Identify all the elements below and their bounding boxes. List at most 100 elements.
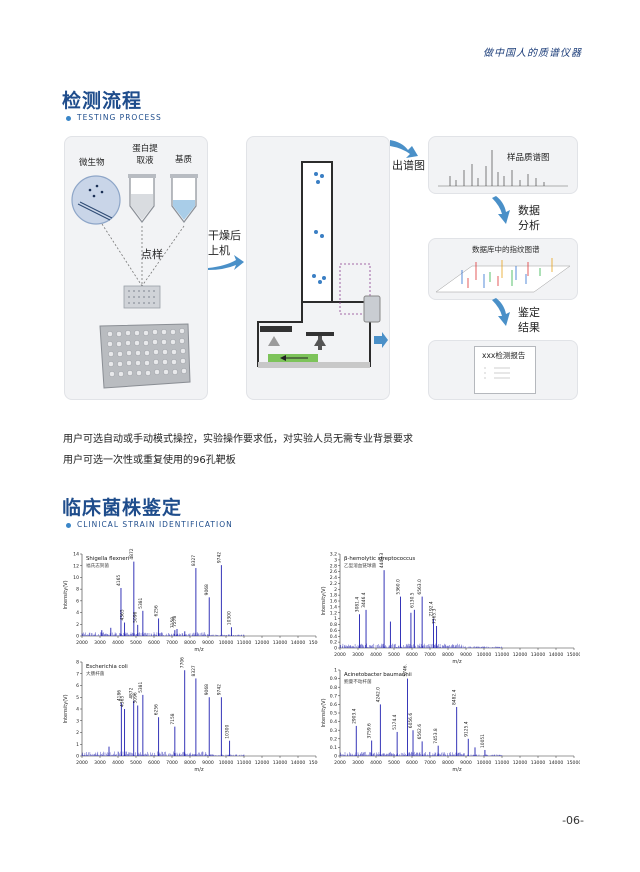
- baseline-noise: [339, 643, 503, 648]
- x-tick-label: 14000: [549, 652, 564, 658]
- x-tick-label: 9000: [460, 652, 472, 658]
- subtitle-text: TESTING PROCESS: [77, 113, 162, 122]
- y-axis-label: Intensity(V): [321, 586, 327, 615]
- x-tick-label: 6000: [406, 760, 418, 766]
- x-tick-label: 2000: [76, 640, 88, 646]
- y-tick-label: 0.1: [330, 745, 337, 751]
- chart-title: Escherichia coli: [86, 664, 128, 670]
- x-tick-label: 5000: [388, 760, 400, 766]
- peak-label: 4165: [116, 575, 122, 586]
- x-tick-label: 10000: [219, 640, 234, 646]
- y-tick-label: 1: [76, 742, 79, 748]
- peak-label: 7365.3: [432, 608, 438, 624]
- peak-label: 4186: [116, 690, 122, 701]
- x-tick-label: 9000: [460, 760, 472, 766]
- peak-label: 4872: [129, 548, 135, 559]
- x-tick-label: 8000: [442, 760, 454, 766]
- peak-label: 8482.4: [452, 689, 458, 705]
- y-tick-label: 3: [76, 718, 79, 724]
- x-tick-label: 9000: [202, 760, 214, 766]
- y-tick-label: 0.6: [330, 628, 337, 634]
- y-tick-label: 2.8: [330, 563, 337, 569]
- y-tick-label: 0.9: [330, 676, 337, 682]
- x-tick-label: 12000: [513, 652, 528, 658]
- x-tick-label: 7000: [424, 760, 436, 766]
- y-tick-label: 2.2: [330, 581, 337, 587]
- chart-subtitle: 乙型溶血链球菌: [344, 562, 377, 569]
- chart-title: Shigella flexneri: [86, 556, 129, 562]
- sample-prep-illustration: [71, 174, 198, 389]
- peak-label: 6130.5: [409, 592, 415, 608]
- description-line-1: 用户可选自动或手动模式操控，实验操作要求低，对实验人员无需专业背景要求: [63, 434, 413, 445]
- peak-label: 9068: [204, 584, 210, 595]
- x-tick-label: 10000: [219, 760, 234, 766]
- y-tick-label: 3.2: [330, 552, 337, 558]
- x-tick-label: 4000: [370, 760, 382, 766]
- arrow-down-icon: [492, 196, 510, 224]
- peak-label: 5381: [138, 597, 144, 608]
- chart-subtitle: 鲍曼不动杆菌: [344, 678, 372, 685]
- x-tick-label: 13000: [531, 760, 546, 766]
- label-dry-load: 干燥后上机: [208, 229, 241, 257]
- x-axis-label: m/z: [194, 767, 204, 773]
- peak-label: 7453.8: [433, 728, 439, 744]
- section-title-testing-process: 检测流程: [62, 90, 143, 112]
- x-tick-label: 5000: [130, 760, 142, 766]
- y-tick-label: 6: [76, 598, 79, 604]
- baseline-noise: [81, 632, 245, 636]
- peak-label: 3446.4: [361, 592, 367, 608]
- x-tick-label: 6000: [148, 640, 160, 646]
- sample-spectrum-panel: [428, 136, 578, 194]
- label-report: xxx检测报告: [482, 351, 526, 360]
- y-tick-label: 4: [76, 610, 79, 616]
- label-identify-result: 鉴定结果: [518, 306, 540, 334]
- y-tick-label: 0.8: [330, 622, 337, 628]
- y-axis-label: Intensity(V): [63, 694, 69, 723]
- y-tick-label: 2.6: [330, 569, 337, 575]
- baseline-noise: [81, 751, 245, 756]
- x-tick-label: 15000: [567, 652, 580, 658]
- x-tick-label: 7000: [424, 652, 436, 658]
- peak-label: 5174.4: [392, 714, 398, 730]
- section-subtitle-testing-process: TESTING PROCESS: [66, 113, 162, 122]
- y-tick-label: 4: [76, 707, 79, 713]
- x-tick-label: 15000: [567, 760, 580, 766]
- y-tick-label: 0.4: [330, 634, 337, 640]
- x-tick-label: 12000: [513, 760, 528, 766]
- peak-label: 5381: [138, 682, 144, 693]
- y-tick-label: 1: [334, 616, 337, 622]
- chart-title: β-hemolytic streptococcus: [344, 556, 415, 562]
- x-tick-label: 12000: [255, 640, 270, 646]
- x-tick-label: 14000: [549, 760, 564, 766]
- header-slogan: 做中国人的质谱仪器: [483, 48, 582, 59]
- peak-label: 5096: [133, 611, 139, 622]
- label-matrix: 基质: [175, 155, 193, 165]
- peak-label: 8327: [191, 555, 197, 566]
- peak-label: 4365: [120, 696, 126, 707]
- y-tick-label: 0: [76, 634, 79, 640]
- y-axis-label: Intensity(V): [321, 698, 327, 727]
- peak-label: 6562.6: [417, 724, 423, 740]
- label-output-spectrum: 出谱图: [392, 159, 425, 172]
- x-tick-label: 5000: [130, 640, 142, 646]
- peak-label: 4872: [129, 687, 135, 698]
- peak-label: 6563.0: [417, 579, 423, 595]
- report-lines-icon: [484, 367, 510, 379]
- peak-label: 9125.4: [463, 721, 469, 737]
- target-plate-small-icon: [123, 285, 161, 309]
- x-tick-label: 9000: [202, 640, 214, 646]
- x-tick-label: 4000: [112, 640, 124, 646]
- y-tick-label: 0.3: [330, 728, 337, 734]
- peak-label: 3081.4: [354, 597, 360, 613]
- x-tick-label: 4000: [112, 760, 124, 766]
- x-tick-label: 13000: [531, 652, 546, 658]
- chart-subtitle: 福氏志贺菌: [86, 562, 109, 569]
- bullet-dot-icon: [66, 522, 71, 528]
- report-document-icon: [474, 346, 536, 394]
- x-axis-label: m/z: [194, 647, 204, 653]
- x-axis-label: m/z: [452, 767, 462, 773]
- description-line-2: 用户可选一次性或重复使用的96孔靶板: [63, 455, 236, 466]
